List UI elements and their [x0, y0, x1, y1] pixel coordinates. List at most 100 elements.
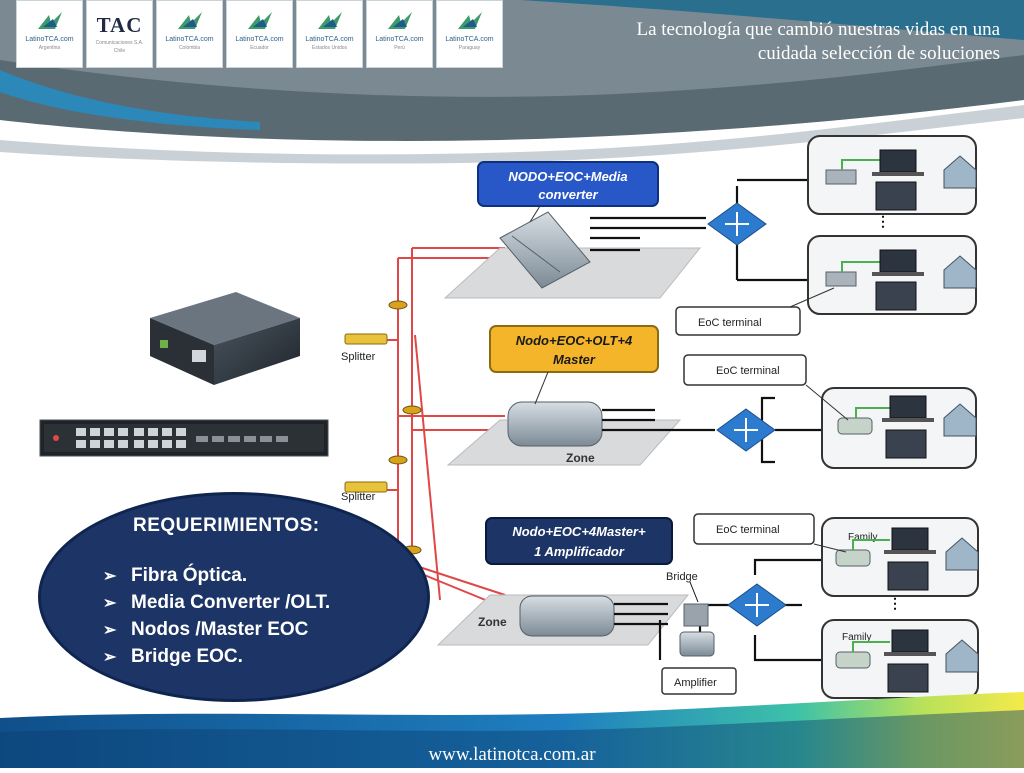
- node-2-label-box: Nodo+EOC+OLT+4 Master: [489, 325, 659, 405]
- eoc-terminal-callout-3: EoC terminal: [693, 513, 847, 553]
- splitter-1-label: Splitter: [341, 351, 376, 363]
- household-box-1: [807, 135, 977, 215]
- requirements-title: REQUERIMIENTOS:: [133, 515, 320, 536]
- logo-tac-chile[interactable]: TAC Comunicaciones S.A. Chile: [86, 0, 153, 68]
- hub-diamond-2: [716, 408, 776, 452]
- logo-latinotca-argentina[interactable]: LatinoTCA.com Argentina: [16, 0, 83, 68]
- arrow-bullet-icon: ➢: [103, 649, 117, 666]
- olt-rack-switch: [39, 419, 329, 457]
- header-banner: LatinoTCA.com Argentina TAC Comunicacion…: [0, 0, 1024, 165]
- logo-name: LatinoTCA.com: [305, 36, 354, 43]
- logo-name: LatinoTCA.com: [25, 36, 74, 43]
- requirements-list: ➢ Fibra Óptica. ➢ Media Converter /OLT. ➢ N…: [103, 563, 330, 671]
- fiber-lines: [380, 247, 506, 609]
- logo-subtitle: Comunicaciones S.A.: [95, 40, 144, 46]
- household-box-5: Family: [821, 619, 979, 699]
- splitter-2: Splitter: [341, 481, 388, 503]
- amplifier-label: Amplifier: [674, 677, 717, 689]
- requirement-text: Bridge EOC.: [131, 646, 243, 667]
- node-2-label-line-1: Nodo+EOC+OLT+4: [516, 333, 633, 348]
- footer-background: [0, 692, 1024, 768]
- zone-plane-1: [443, 247, 702, 299]
- logo-name: LatinoTCA.com: [235, 36, 284, 43]
- eoc-terminal-callout-2: EoC terminal: [683, 354, 849, 421]
- amplifier-device: Amplifier: [661, 631, 737, 695]
- tagline-line-2: cuidada selección de soluciones: [757, 43, 1000, 64]
- household-ellipsis-2: ⋮: [888, 595, 902, 611]
- leaf-logo-icon: [387, 12, 412, 29]
- bridge-device: Bridge: [666, 571, 709, 627]
- splitter-2-label: Splitter: [341, 491, 376, 503]
- node-3-label-line-1: Nodo+EOC+4Master+: [512, 524, 646, 539]
- leaf-logo-icon: [177, 12, 202, 29]
- requirement-item: ➢ Media Converter /OLT.: [103, 590, 330, 617]
- logo-name: LatinoTCA.com: [445, 36, 494, 43]
- household-box-3: [821, 387, 977, 469]
- zone-3-label: Zone: [478, 615, 507, 629]
- hub-diamond-3: [727, 583, 787, 627]
- footer-website-link[interactable]: www.latinotca.com.ar: [428, 744, 596, 765]
- logo-country: Estados Unidos: [311, 45, 348, 51]
- logo-country: Perú: [394, 45, 405, 51]
- logo-latinotca-paraguay[interactable]: LatinoTCA.com Paraguay: [436, 0, 503, 68]
- logo-name: LatinoTCA.com: [375, 36, 424, 43]
- family-label-2: Family: [842, 632, 871, 643]
- household-box-2: [807, 235, 977, 315]
- footer-banner: [0, 688, 1024, 768]
- logo-country: Paraguay: [458, 45, 481, 51]
- logo-latinotca-usa[interactable]: LatinoTCA.com Estados Unidos: [296, 0, 363, 68]
- eoc-terminal-callout-1: EoC terminal: [675, 287, 835, 336]
- coax-lines: [590, 178, 822, 662]
- leaf-logo-icon: [37, 12, 62, 29]
- leaf-logo-icon: [247, 12, 272, 29]
- household-ellipsis-1: ⋮: [876, 213, 890, 229]
- logo-latinotca-ecuador[interactable]: LatinoTCA.com Ecuador: [226, 0, 293, 68]
- logo-latinotca-colombia[interactable]: LatinoTCA.com Colombia: [156, 0, 223, 68]
- logo-country: Argentina: [38, 45, 61, 51]
- logo-latinotca-peru[interactable]: LatinoTCA.com Perú: [366, 0, 433, 68]
- household-box-4: Family: [821, 517, 979, 597]
- requirement-item: ➢ Fibra Óptica.: [103, 563, 330, 590]
- node-1-label-box: NODO+EOC+Media converter: [477, 161, 659, 223]
- requirement-text: Fibra Óptica.: [131, 565, 248, 586]
- node-1-device: [499, 211, 591, 289]
- node-1-label-line-2: converter: [538, 187, 598, 202]
- eoc-terminal-label-2: EoC terminal: [716, 365, 780, 377]
- partner-logos: LatinoTCA.com Argentina TAC Comunicacion…: [16, 0, 503, 70]
- eoc-terminal-label-1: EoC terminal: [698, 317, 762, 329]
- node-2-label-line-2: Master: [553, 352, 596, 367]
- requirement-text: Media Converter /OLT.: [131, 592, 331, 613]
- leaf-logo-icon: [317, 12, 342, 29]
- logo-country: Ecuador: [250, 45, 269, 51]
- fiber-coils: [388, 300, 422, 555]
- arrow-bullet-icon: ➢: [103, 595, 117, 612]
- node-3-label-line-2: 1 Amplificador: [534, 544, 625, 559]
- requirement-item: ➢ Nodos /Master EOC: [103, 617, 330, 644]
- splitter-1: Splitter: [341, 333, 388, 363]
- tagline-line-1: La tecnología que cambió nuestras vidas …: [636, 19, 1000, 40]
- logo-name: TAC: [96, 13, 143, 37]
- eoc-network-diagram: Splitter Splitter Zone Zone: [39, 135, 979, 699]
- requirement-item: ➢ Bridge EOC.: [103, 644, 330, 671]
- network-diagram-area: Splitter Splitter Zone Zone: [28, 120, 998, 710]
- logo-name: LatinoTCA.com: [165, 36, 214, 43]
- media-converter-device: [150, 292, 300, 385]
- family-label-1: Family: [848, 532, 877, 543]
- requirements-oval: REQUERIMIENTOS: ➢ Fibra Óptica. ➢ Media Co…: [38, 492, 430, 702]
- arrow-bullet-icon: ➢: [103, 568, 117, 585]
- header-background: [0, 0, 1024, 165]
- bridge-label: Bridge: [666, 571, 698, 583]
- logo-country: Colombia: [178, 45, 201, 51]
- node-1-label-line-1: NODO+EOC+Media: [508, 169, 627, 184]
- node-3-label-box: Nodo+EOC+4Master+ 1 Amplificador: [485, 517, 673, 565]
- eoc-terminal-label-3: EoC terminal: [716, 524, 780, 536]
- leaf-logo-icon: [457, 12, 482, 29]
- logo-country: Chile: [113, 48, 126, 54]
- node-3-device: [519, 595, 615, 637]
- requirement-text: Nodos /Master EOC: [131, 619, 309, 640]
- arrow-bullet-icon: ➢: [103, 622, 117, 639]
- hub-diamond-1: [707, 202, 767, 246]
- node-2-device: [507, 401, 603, 447]
- zone-2-label: Zone: [566, 451, 595, 465]
- header-tagline: La tecnología que cambió nuestras vidas …: [540, 18, 1000, 66]
